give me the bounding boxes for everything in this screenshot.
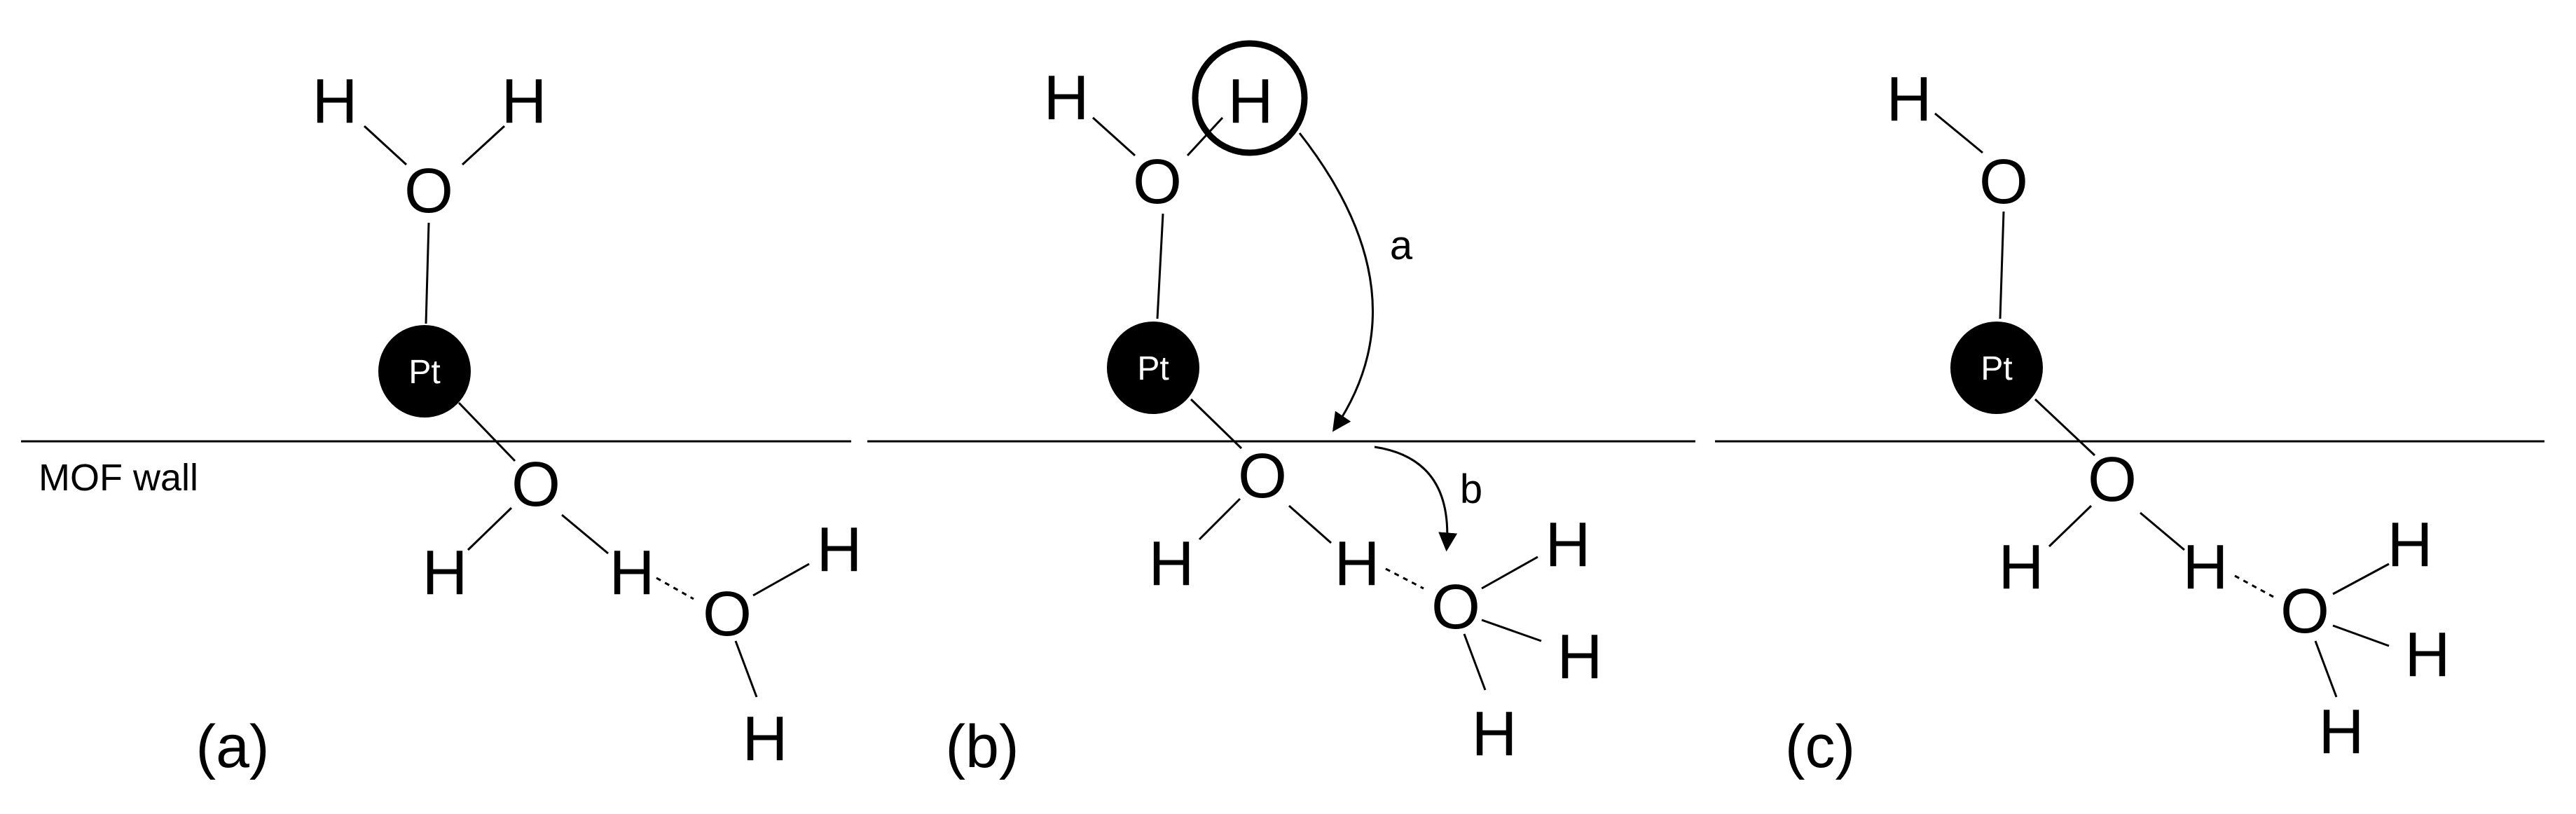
hydrogen-atom: H <box>609 538 655 608</box>
oxygen-atom: O <box>2088 445 2137 515</box>
hydrogen-atom: H <box>422 538 468 608</box>
hydrogen-atom: H <box>2405 620 2451 690</box>
highlight-circle <box>1192 40 1308 156</box>
mof-wall-label: MOF wall <box>39 457 198 499</box>
bond-h-o-right-b <box>1186 116 1224 157</box>
bond-h-o-top-left-a <box>363 125 408 166</box>
oxygen-atom: O <box>703 579 752 649</box>
oxygen-atom: O <box>1238 441 1287 511</box>
bond-o-h-middle-c <box>2332 624 2390 647</box>
platinum-label: Pt <box>1137 350 1169 387</box>
panel-caption: (b) <box>945 713 1019 780</box>
hydrogen-bond-c <box>2234 574 2274 598</box>
bond-h-o-top-right-a <box>461 125 506 166</box>
arrow-a <box>1298 132 1374 432</box>
bond-o-h-middle-b <box>1481 619 1542 642</box>
panel-caption: (a) <box>195 713 269 780</box>
panel-b: H H O Pt O H H O H H H a b (b) <box>867 40 1695 780</box>
bond-o-h-upper-c <box>2332 563 2390 595</box>
hydrogen-atom: H <box>312 67 358 137</box>
hydrogen-atom: H <box>2319 697 2364 767</box>
oxygen-atom: O <box>1979 147 2028 217</box>
bond-o-h-lower-c <box>2314 640 2338 698</box>
hydrogen-atom: H <box>2183 532 2229 602</box>
oxygen-atom: O <box>511 450 560 520</box>
hydrogen-atom: H <box>1044 63 1089 133</box>
panel-c: H O Pt O H H O H H H (c) <box>1715 64 2544 780</box>
panel-caption: (c) <box>1785 713 1855 780</box>
hydrogen-atom: H <box>817 515 862 585</box>
platinum-atom <box>378 325 471 418</box>
bond-o-h-right-c <box>2140 511 2185 551</box>
bond-pt-o-c <box>2034 398 2096 457</box>
hydrogen-atom: H <box>743 704 788 774</box>
arrow-b <box>1374 446 1458 552</box>
hydrogen-atom: H <box>502 67 547 137</box>
platinum-atom <box>1950 322 2043 414</box>
bond-o-h-upper-a <box>752 563 810 597</box>
hydrogen-bond-b <box>1385 567 1424 590</box>
bond-h-o-c <box>1934 112 1983 154</box>
bond-o-h-lower-b <box>1463 633 1487 691</box>
bond-h-o-left-b <box>1091 116 1136 157</box>
hydrogen-atom: H <box>1999 532 2044 602</box>
bond-o-h-right-a <box>561 513 609 555</box>
hydrogen-atom: H <box>2388 510 2433 580</box>
hydrogen-atom: H <box>1472 699 1517 769</box>
hydrogen-atom: H <box>1335 529 1380 599</box>
bond-o-pt-c <box>1999 211 2005 319</box>
platinum-label: Pt <box>1981 350 2012 387</box>
platinum-atom <box>1107 322 1199 414</box>
bond-o-pt-b <box>1156 213 1164 319</box>
bond-o-pt-a <box>425 222 430 324</box>
bond-o-h-lower-a <box>734 640 758 698</box>
bond-pt-o-a <box>457 401 516 462</box>
hydrogen-atom: H <box>1149 529 1194 599</box>
bond-o-h-right-b <box>1288 504 1332 544</box>
hydrogen-atom: H <box>1557 622 1603 692</box>
arrow-b-label: b <box>1460 467 1482 512</box>
arrow-a-label: a <box>1390 223 1413 268</box>
oxygen-atom: O <box>2280 577 2329 647</box>
hydrogen-atom: H <box>1228 67 1274 137</box>
platinum-label: Pt <box>408 354 440 391</box>
oxygen-atom: O <box>1431 572 1480 642</box>
hydrogen-bond-a <box>656 577 694 600</box>
bond-o-h-left-b <box>1198 497 1241 541</box>
bond-o-h-upper-b <box>1481 556 1538 590</box>
panel-a: MOF wall H H O Pt O H H O H H (a) <box>21 67 862 780</box>
oxygen-atom: O <box>1133 147 1182 217</box>
bond-pt-o-b <box>1190 398 1243 450</box>
bond-o-h-left-a <box>467 506 513 551</box>
hydrogen-atom: H <box>1545 510 1591 580</box>
oxygen-atom: O <box>404 156 453 226</box>
hydrogen-atom: H <box>1887 64 1932 134</box>
bond-o-h-left-c <box>2048 504 2093 548</box>
